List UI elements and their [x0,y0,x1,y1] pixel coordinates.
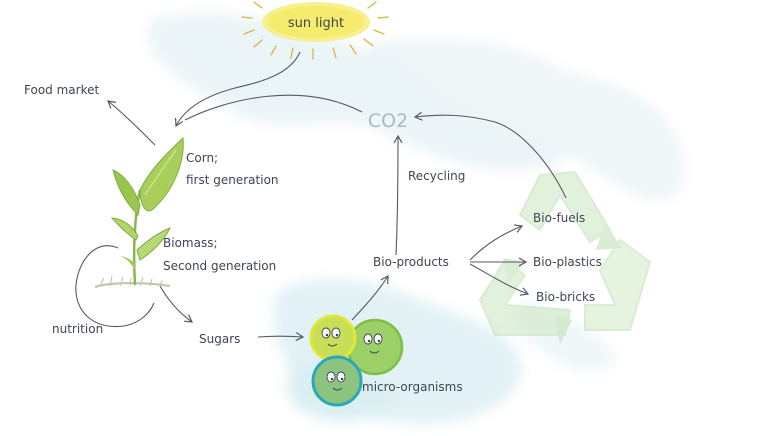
arrow-microbes-to-bioproducts [351,274,389,321]
arrow-biofuels-to-co2 [413,111,567,199]
flow-arrows [75,51,567,342]
food-market-label: Food market [24,83,99,97]
recycling-label: Recycling [408,169,465,183]
sun-label: sun light [288,16,344,31]
biomass-label-line2: Second generation [163,259,276,273]
arrow-nutrition-loop [75,245,155,328]
biomass-label-line1: Biomass; [163,236,218,250]
co2-label: CO2 [368,110,408,132]
arrow-to-biofuels [469,224,524,261]
bioproducts-label: Bio-products [373,255,449,269]
arrow-to-biobricks [469,263,530,296]
sun-icon [241,1,389,60]
arrow-co2-to-plant [184,94,363,121]
sugars-label: Sugars [199,332,240,346]
nutrition-label: nutrition [52,322,103,336]
arrow-corn-to-food-market [107,100,156,146]
arrow-recycling-to-co2 [393,134,403,256]
microorganisms-label: micro-organisms [362,380,463,394]
biofuels-label: Bio-fuels [533,211,585,225]
biobricks-label: Bio-bricks [536,290,595,304]
microbe-icon [309,314,404,407]
corn-label-line2: first generation [186,173,279,187]
recycle-icon [478,170,652,345]
bioplastics-label: Bio-plastics [533,255,602,269]
plant-icon [94,136,184,288]
arrow-sun-to-plant [174,51,301,128]
arrow-biomass-to-sugars [159,285,193,323]
arrow-sugars-to-microbes [257,332,305,342]
watercolor-background [148,13,686,424]
corn-label-line1: Corn; [186,151,218,165]
